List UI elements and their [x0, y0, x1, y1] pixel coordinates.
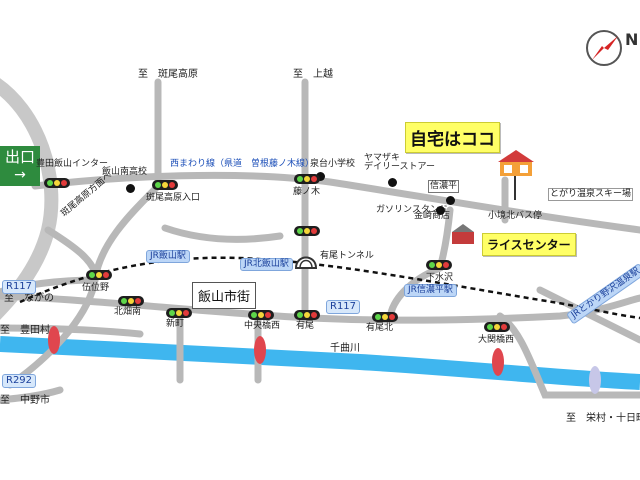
bridge-3 — [492, 348, 504, 376]
traffic-light-icon — [118, 296, 144, 306]
traffic-light-icon — [166, 308, 192, 318]
ix-oseki: 大関橋西 — [478, 335, 515, 345]
dest-joetsu: 至 上越 — [293, 69, 333, 80]
ix-fujinoki: 藤ノ木 — [293, 187, 321, 197]
dest-nakano: 至 中野市 — [0, 395, 50, 406]
compass-letter: N — [625, 30, 639, 49]
route-r292: R292 — [2, 374, 37, 388]
traffic-light-icon — [86, 270, 112, 280]
station-kita-iiyama: JR北飯山駅 — [240, 258, 293, 271]
bridge-4 — [589, 366, 601, 394]
traffic-light-icon — [152, 180, 178, 190]
bridge-1 — [48, 326, 60, 354]
exit-text: 出口 — [4, 148, 35, 166]
dest-madarao: 至 斑尾高原 — [138, 69, 198, 80]
traffic-light-icon — [484, 322, 510, 332]
station-iiyama: JR飯山駅 — [146, 250, 190, 263]
compass-icon — [586, 30, 622, 66]
ix-kitabata: 北畑南 — [114, 307, 142, 317]
place-dot-yamazaki — [388, 178, 397, 187]
dest-toyota: 至 豊田村 — [0, 325, 50, 336]
road-nishimawari: 西まわり線（県道 曽根藤ノ木線） — [170, 159, 315, 169]
place-yamazaki: ヤマザキ デイリーストアー — [364, 153, 436, 172]
station-shinanotaira: JR信濃平駅 — [404, 284, 457, 297]
ix-goino: 伍位野 — [82, 283, 110, 293]
rice-center-label: ライスセンター — [482, 233, 576, 256]
place-dot-kanezaki — [436, 206, 445, 215]
bridge-2 — [254, 336, 266, 364]
traffic-light-icon — [426, 260, 452, 270]
place-izumidai: 泉台小学校 — [310, 159, 356, 169]
interchange-label: 豊田飯山インター — [36, 159, 109, 169]
place-gas-station: ガソリンスタンド — [376, 205, 448, 215]
rice-center-icon — [452, 224, 474, 244]
ix-ario: 有尾 — [296, 321, 315, 331]
river-shape — [0, 336, 640, 390]
dest-nagano: 至 ながの — [4, 293, 54, 304]
route-r117-west: R117 — [2, 280, 37, 294]
tunnel-icon — [294, 256, 318, 269]
route-r117-center: R117 — [326, 300, 361, 314]
place-iiyama-minami-hs: 飯山南高校 — [102, 167, 148, 177]
place-bus-stop: 小境北バス停 — [488, 211, 543, 221]
place-dot-school — [316, 172, 325, 181]
river-label: 千曲川 — [330, 343, 360, 354]
tunnel-label: 有尾トンネル — [320, 251, 374, 261]
ix-madarao: 斑尾高原入口 — [146, 193, 201, 203]
ix-ario-kita: 有尾北 — [366, 323, 394, 333]
place-kanezaki: 金崎商店 — [414, 211, 451, 221]
traffic-light-icon — [248, 310, 274, 320]
place-dot-hs — [126, 184, 135, 193]
traffic-light-icon — [294, 174, 320, 184]
traffic-light-icon — [294, 310, 320, 320]
traffic-light-icon — [294, 226, 320, 236]
exit-arrow-icon: → — [14, 167, 26, 183]
dest-sakae: 至 栄村・十日町市 — [566, 413, 640, 424]
ix-chuobashi: 中央橋西 — [244, 321, 281, 331]
place-ski-resort: とがり温泉スキー場 — [548, 188, 634, 201]
area-label: 飯山市街 — [192, 282, 257, 309]
ix-shinmachi: 新町 — [166, 319, 185, 329]
exit-sign: 出口 → — [0, 146, 40, 186]
ix-shimomizusawa: 下水沢 — [426, 273, 454, 283]
railway-line — [19, 256, 640, 320]
traffic-light-icon — [44, 178, 70, 188]
home-icon — [498, 150, 534, 200]
home-label: 自宅はココ — [405, 122, 500, 153]
place-shinanotaira: 信濃平 — [428, 180, 460, 193]
place-dot-shinano — [446, 196, 455, 205]
traffic-light-icon — [372, 312, 398, 322]
